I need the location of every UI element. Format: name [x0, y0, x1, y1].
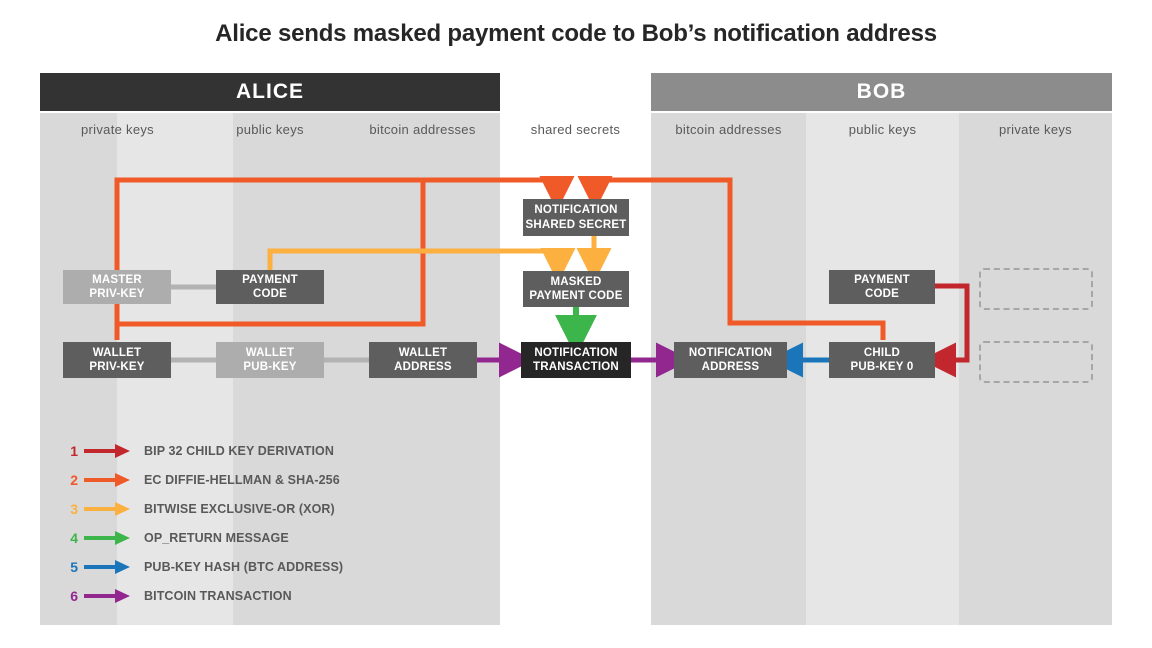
legend-number: 6: [70, 588, 78, 604]
legend-item-bitcoin-transaction[interactable]: 6 BITCOIN TRANSACTION: [62, 583, 343, 609]
column-caption-bob-private-keys: private keys: [959, 117, 1112, 141]
legend-item-xor[interactable]: 3 BITWISE EXCLUSIVE-OR (XOR): [62, 496, 343, 522]
column-band-bob-private: [959, 113, 1112, 625]
node-line-2: PAYMENT CODE: [529, 290, 623, 302]
node-line-1: MASKED: [550, 275, 602, 288]
node-line-1: WALLET: [92, 346, 142, 359]
arrow-icon: [84, 444, 130, 458]
node-line-2: PUB-KEY: [243, 361, 297, 373]
caption-text: bitcoin addresses: [369, 121, 476, 137]
legend-label: OP_RETURN MESSAGE: [144, 531, 289, 545]
column-caption-shared-secrets: shared secrets: [500, 117, 651, 141]
edge-ecdh-alice-to-shared-secret: [114, 175, 575, 340]
legend-item-pubkey-hash[interactable]: 5 PUB-KEY HASH (BTC ADDRESS): [62, 554, 343, 580]
node-line-2: TRANSACTION: [533, 361, 619, 373]
column-caption-alice-public-keys: public keys: [195, 117, 345, 141]
column-caption-alice-bitcoin-addresses: bitcoin addresses: [345, 117, 500, 141]
node-alice-wallet-pub-key[interactable]: WALLET PUB-KEY: [216, 342, 324, 378]
node-alice-wallet-address[interactable]: WALLET ADDRESS: [369, 342, 477, 378]
node-bob-notification-address[interactable]: NOTIFICATION ADDRESS: [674, 342, 787, 378]
node-bob-placeholder-upper: [979, 268, 1093, 310]
legend-item-opreturn[interactable]: 4 OP_RETURN MESSAGE: [62, 525, 343, 551]
legend-label: BIP 32 CHILD KEY DERIVATION: [144, 444, 335, 458]
column-caption-alice-private-keys: private keys: [40, 117, 195, 141]
legend-number: 4: [70, 530, 78, 546]
node-line-2: ADDRESS: [394, 361, 452, 373]
node-line-1: WALLET: [245, 346, 295, 359]
legend-label: PUB-KEY HASH (BTC ADDRESS): [144, 560, 344, 574]
node-line-2: ADDRESS: [701, 361, 760, 373]
node-alice-master-priv-key[interactable]: MASTER PRIV-KEY: [63, 270, 171, 304]
node-line-2: CODE: [864, 288, 900, 300]
node-line-1: NOTIFICATION: [534, 204, 618, 217]
caption-text: private keys: [999, 121, 1072, 137]
legend-item-bip32[interactable]: 1 BIP 32 CHILD KEY DERIVATION: [62, 438, 343, 464]
arrow-icon: [84, 589, 130, 603]
arrow-icon: [84, 531, 130, 545]
arrow-icon: [84, 502, 130, 516]
party-header-alice: ALICE: [40, 73, 500, 111]
node-line-1: PAYMENT: [854, 273, 910, 286]
node-masked-payment-code[interactable]: MASKED PAYMENT CODE: [523, 271, 629, 307]
legend-number: 3: [70, 501, 78, 517]
node-line-2: CODE: [252, 288, 288, 300]
node-notification-shared-secret[interactable]: NOTIFICATION SHARED SECRET: [523, 199, 629, 236]
node-bob-child-pub-key-0[interactable]: CHILD PUB-KEY 0: [829, 342, 935, 378]
edge-bip32-payment-code-to-child-pubkey: [921, 283, 970, 378]
legend-number: 1: [70, 443, 78, 459]
legend-label: EC DIFFIE-HELLMAN & SHA-256: [144, 473, 340, 487]
node-line-2: SHARED SECRET: [525, 218, 627, 231]
column-caption-bob-bitcoin-addresses: bitcoin addresses: [651, 117, 806, 141]
legend-label: BITWISE EXCLUSIVE-OR (XOR): [144, 502, 335, 516]
node-line-1: NOTIFICATION: [688, 346, 773, 359]
legend-item-ecdh[interactable]: 2 EC DIFFIE-HELLMAN & SHA-256: [62, 467, 343, 493]
node-line-2: PRIV-KEY: [89, 361, 145, 373]
arrow-icon: [84, 560, 130, 574]
edge-ecdh-bob-to-shared-secret: [577, 175, 886, 340]
node-line-1: PAYMENT: [242, 273, 298, 286]
node-line-2: PUB-KEY 0: [850, 361, 914, 373]
party-label-bob: BOB: [856, 80, 907, 103]
node-alice-wallet-priv-key[interactable]: WALLET PRIV-KEY: [63, 342, 171, 378]
node-line-1: MASTER: [92, 273, 142, 286]
page-title: Alice sends masked payment code to Bob’s…: [215, 20, 937, 47]
node-line-1: NOTIFICATION: [534, 346, 618, 359]
caption-text: bitcoin addresses: [675, 121, 782, 137]
node-line-1: CHILD: [863, 346, 901, 359]
party-label-alice: ALICE: [236, 80, 304, 103]
caption-text: public keys: [236, 121, 304, 137]
party-header-bob: BOB: [651, 73, 1112, 111]
edge-ecdh-alice-return-leg: [119, 180, 426, 327]
caption-text: public keys: [848, 121, 917, 137]
column-caption-bob-public-keys: public keys: [806, 117, 959, 141]
caption-text: shared secrets: [530, 121, 621, 137]
legend-number: 5: [70, 559, 78, 575]
node-notification-transaction[interactable]: NOTIFICATION TRANSACTION: [521, 342, 631, 378]
legend-label: BITCOIN TRANSACTION: [144, 589, 292, 603]
caption-text: private keys: [81, 121, 154, 137]
edge-xor-payment-code-to-masked: [267, 247, 576, 283]
node-bob-payment-code[interactable]: PAYMENT CODE: [829, 270, 935, 304]
node-alice-payment-code[interactable]: PAYMENT CODE: [216, 270, 324, 304]
node-bob-placeholder-lower: [979, 341, 1093, 383]
arrow-icon: [84, 473, 130, 487]
legend-number: 2: [70, 472, 78, 488]
legend: 1 BIP 32 CHILD KEY DERIVATION 2 EC DIFFI…: [62, 438, 343, 612]
node-line-1: WALLET: [398, 346, 448, 359]
node-line-2: PRIV-KEY: [89, 288, 145, 300]
